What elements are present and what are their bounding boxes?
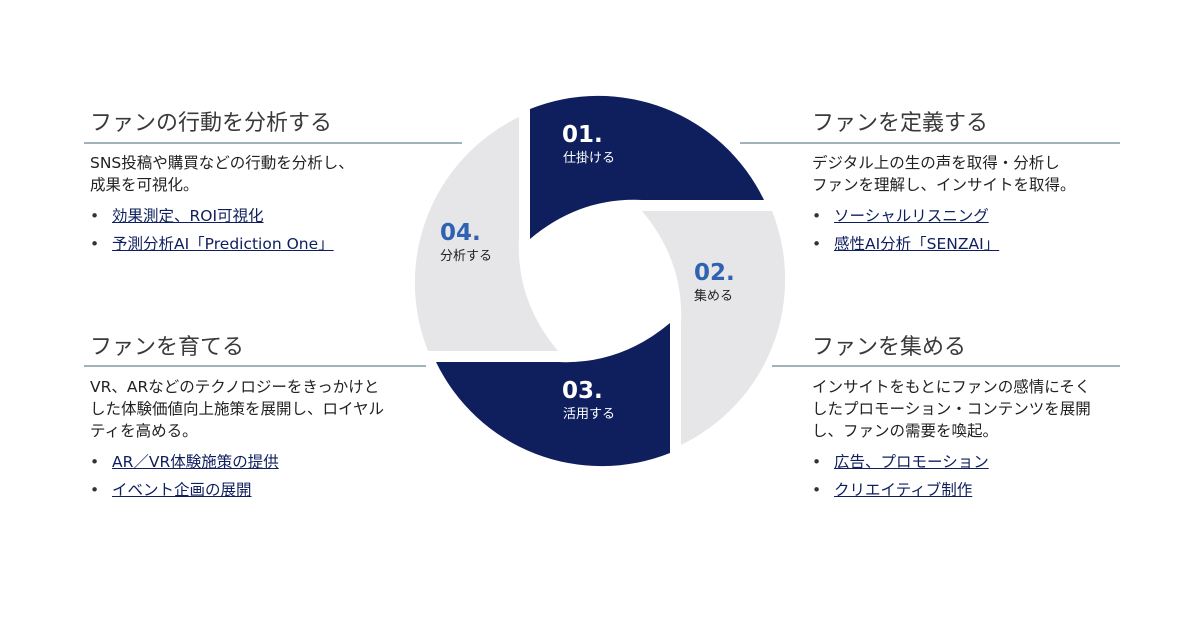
panel-heading: ファンを集める <box>812 335 967 360</box>
list-item: •クリエイティブ制作 <box>812 481 973 499</box>
list-item: •広告、プロモーション <box>812 453 989 471</box>
list-item: •ソーシャルリスニング <box>812 207 989 225</box>
step-04-number: 04. <box>440 220 481 246</box>
segment-02 <box>642 211 786 445</box>
link-events[interactable]: イベント企画の展開 <box>112 481 252 499</box>
divider-gather <box>772 365 1120 367</box>
divider-analyze <box>84 142 462 144</box>
body-line: ファンを理解し、インサイトを取得。 <box>812 176 1076 194</box>
list-item: •イベント企画の展開 <box>90 481 252 499</box>
body-line: し、ファンの需要を喚起。 <box>812 422 999 440</box>
body-line: VR、ARなどのテクノロジーをきっかけと <box>90 378 380 396</box>
segment-03 <box>436 323 670 467</box>
segment-01 <box>530 95 764 239</box>
list-item: •予測分析AI「Prediction One」 <box>90 235 334 253</box>
body-line: した体験価値向上施策を展開し、ロイヤル <box>90 400 385 418</box>
body-line: デジタル上の生の声を取得・分析し <box>812 154 1060 172</box>
link-creative[interactable]: クリエイティブ制作 <box>834 481 973 499</box>
body-line: ティを高める。 <box>90 422 198 440</box>
list-item: •AR／VR体験施策の提供 <box>90 453 279 471</box>
step-01-number: 01. <box>562 122 603 148</box>
link-social-listening[interactable]: ソーシャルリスニング <box>834 207 989 225</box>
link-advertising[interactable]: 広告、プロモーション <box>834 453 989 471</box>
panel-body: インサイトをもとにファンの感情にそく したプロモーション・コンテンツを展開 し、… <box>812 376 1091 442</box>
panel-nurture: ファンを育てる VR、ARなどのテクノロジーをきっかけと した体験価値向上施策を… <box>90 334 384 504</box>
panel-heading: ファンを育てる <box>90 335 245 360</box>
panel-body: SNS投稿や購買などの行動を分析し、 成果を可視化。 <box>90 152 354 196</box>
link-senzai[interactable]: 感性AI分析「SENZAI」 <box>834 235 1000 253</box>
body-line: 成果を可視化。 <box>90 176 199 194</box>
body-line: SNS投稿や購買などの行動を分析し、 <box>90 154 354 172</box>
divider-define <box>740 142 1120 144</box>
segment-04 <box>414 117 558 351</box>
link-roi[interactable]: 効果測定、ROI可視化 <box>112 207 264 225</box>
body-line: したプロモーション・コンテンツを展開 <box>812 400 1091 418</box>
step-04-label: 分析する <box>440 249 492 264</box>
step-03-number: 03. <box>562 378 603 404</box>
step-03-label: 活用する <box>563 407 615 422</box>
step-01-label: 仕掛ける <box>563 151 615 166</box>
body-line: インサイトをもとにファンの感情にそく <box>812 378 1091 396</box>
panel-heading: ファンの行動を分析する <box>90 111 333 136</box>
panel-body: VR、ARなどのテクノロジーをきっかけと した体験価値向上施策を展開し、ロイヤル… <box>90 376 384 442</box>
divider-nurture <box>84 365 426 367</box>
link-ar-vr[interactable]: AR／VR体験施策の提供 <box>112 453 279 471</box>
panel-heading: ファンを定義する <box>812 111 989 136</box>
panel-body: デジタル上の生の声を取得・分析し ファンを理解し、インサイトを取得。 <box>812 152 1076 196</box>
panel-gather: ファンを集める インサイトをもとにファンの感情にそく したプロモーション・コンテ… <box>812 334 1091 504</box>
link-prediction-one[interactable]: 予測分析AI「Prediction One」 <box>112 235 334 253</box>
list-item: •感性AI分析「SENZAI」 <box>812 235 1000 253</box>
step-02-label: 集める <box>694 288 733 304</box>
list-item: •効果測定、ROI可視化 <box>90 207 264 225</box>
panel-define: ファンを定義する デジタル上の生の声を取得・分析し ファンを理解し、インサイトを… <box>812 110 1076 258</box>
step-02-number: 02. <box>694 260 735 286</box>
panel-analyze: ファンの行動を分析する SNS投稿や購買などの行動を分析し、 成果を可視化。 •… <box>90 110 354 258</box>
